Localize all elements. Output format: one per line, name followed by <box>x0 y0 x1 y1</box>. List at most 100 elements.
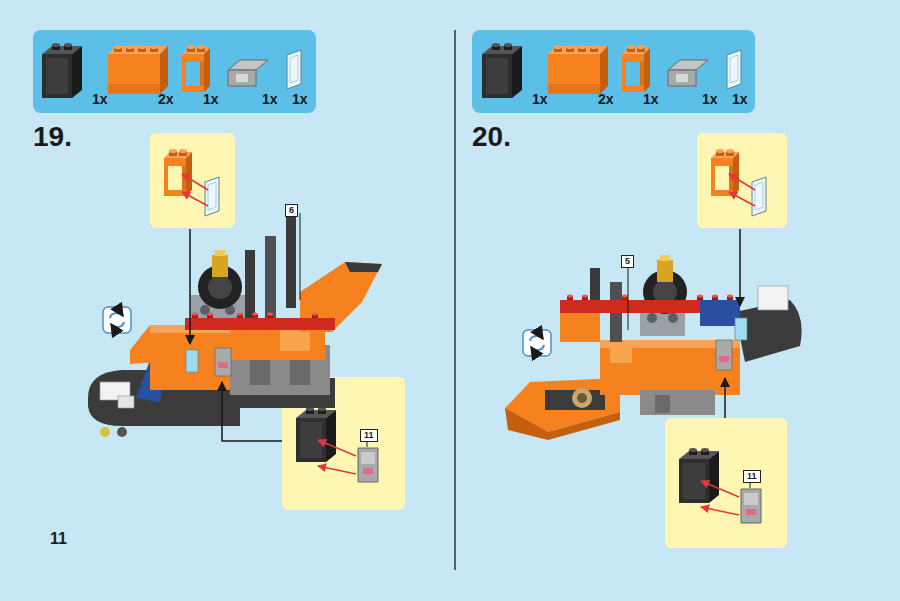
boat-model-right <box>660 255 670 261</box>
boat-model-left <box>218 362 228 368</box>
step-number: 20. <box>472 121 511 152</box>
callout-art <box>164 149 219 216</box>
parts-art-right <box>482 43 741 98</box>
callout-art <box>296 407 378 482</box>
boat-model-left <box>185 318 335 330</box>
boat-model-left <box>190 295 245 325</box>
callout-art <box>296 407 378 482</box>
callout-number: 11 <box>360 429 378 442</box>
boat-model-left <box>265 236 276 320</box>
boat-model-right <box>697 294 703 300</box>
boat-model-right <box>739 229 741 306</box>
boat-model-right <box>653 280 677 304</box>
part-quantity: 1x <box>262 91 278 107</box>
boat-model-right <box>545 390 605 410</box>
boat-model-left <box>130 325 190 364</box>
boat-model-right <box>647 313 657 323</box>
boat-model-right <box>582 294 588 300</box>
page-divider <box>454 30 456 570</box>
boat-model-left <box>150 325 230 390</box>
boat-model-right <box>590 268 600 342</box>
boat-model-left <box>189 229 191 344</box>
boat-model-right <box>622 294 628 300</box>
boat-model-right <box>735 300 802 362</box>
part-quantity: 2x <box>158 91 174 107</box>
boat-model-right <box>560 312 600 342</box>
boat-model-left <box>312 312 318 318</box>
parts-art-left <box>42 43 301 98</box>
parts-list-panel: 1x 2x 1x 1x 1x <box>33 30 316 113</box>
boat-model-left <box>150 325 230 333</box>
boat-model-left <box>215 250 225 256</box>
boat-model-right <box>610 282 622 342</box>
boat-model-right <box>758 286 788 310</box>
part-quantity: 1x <box>643 91 659 107</box>
boat-model-left <box>300 262 382 332</box>
boat-model-left <box>286 212 296 308</box>
boat-model-right <box>724 378 726 418</box>
boat-model-left <box>88 370 240 426</box>
callout-art <box>164 149 219 216</box>
boat-model-right <box>712 294 718 300</box>
sub-assembly-callout: 11 <box>282 377 405 510</box>
part-quantity: 1x <box>532 91 548 107</box>
boat-model-left <box>245 250 255 320</box>
boat-model-right <box>560 300 740 313</box>
boat-model-left <box>230 345 330 395</box>
page-number: 11 <box>50 530 67 547</box>
boat-model-right <box>505 408 620 440</box>
boat-model-left <box>250 355 270 385</box>
boat-model-right <box>505 378 620 432</box>
callout-art <box>711 149 766 216</box>
boat-model-right <box>655 395 670 413</box>
boat-model-right <box>505 229 802 440</box>
boat-model-left <box>290 355 310 385</box>
boat-model-left <box>300 213 301 300</box>
boat-model-right <box>628 263 629 330</box>
boat-model-left <box>212 255 228 277</box>
boat-model-right <box>577 393 587 403</box>
boat-model-right <box>735 318 747 340</box>
boat-model-right <box>719 356 729 362</box>
boat-model-left <box>252 312 258 318</box>
boat-model-right <box>567 294 573 300</box>
callout-box <box>697 133 787 228</box>
callout-art <box>679 448 761 523</box>
part-quantity: 1x <box>203 91 219 107</box>
boat-model-left <box>215 348 231 376</box>
part-quantity: 1x <box>292 91 308 107</box>
parts-art-right <box>482 43 741 98</box>
callout-box <box>150 133 235 228</box>
part-quantity: 1x <box>732 91 748 107</box>
parts-art-left <box>42 43 301 98</box>
boat-model-left <box>200 305 210 315</box>
boat-model-left <box>280 327 310 351</box>
sub-assembly-callout: 11 <box>665 418 787 548</box>
part-quantity: 2x <box>598 91 614 107</box>
boat-model-left <box>267 312 273 318</box>
boat-model-left <box>225 305 235 315</box>
boat-model-left <box>198 265 242 309</box>
boat-model-right <box>643 270 687 314</box>
boat-model-left <box>208 275 232 299</box>
part-quantity: 1x <box>92 91 108 107</box>
boat-model-left <box>186 350 198 372</box>
boat-model-left <box>192 312 198 318</box>
callout-number: 6 <box>285 204 298 217</box>
boat-model-right <box>572 388 592 408</box>
callout-number: 11 <box>743 470 761 483</box>
boat-model-left <box>345 262 382 272</box>
boat-model-right <box>657 260 673 282</box>
boat-model-left <box>230 325 325 360</box>
parts-list-panel: 1x2x1x1x1x <box>472 30 755 113</box>
boat-model-left <box>237 312 243 318</box>
boat-model-right <box>716 340 732 370</box>
callout-art <box>679 448 761 523</box>
boat-model-right <box>640 390 715 415</box>
boat-model-left <box>100 382 130 400</box>
boat-model-right <box>610 345 632 363</box>
boat-model-right <box>523 330 551 356</box>
boat-model-left <box>118 396 134 408</box>
boat-model-right <box>600 340 740 395</box>
